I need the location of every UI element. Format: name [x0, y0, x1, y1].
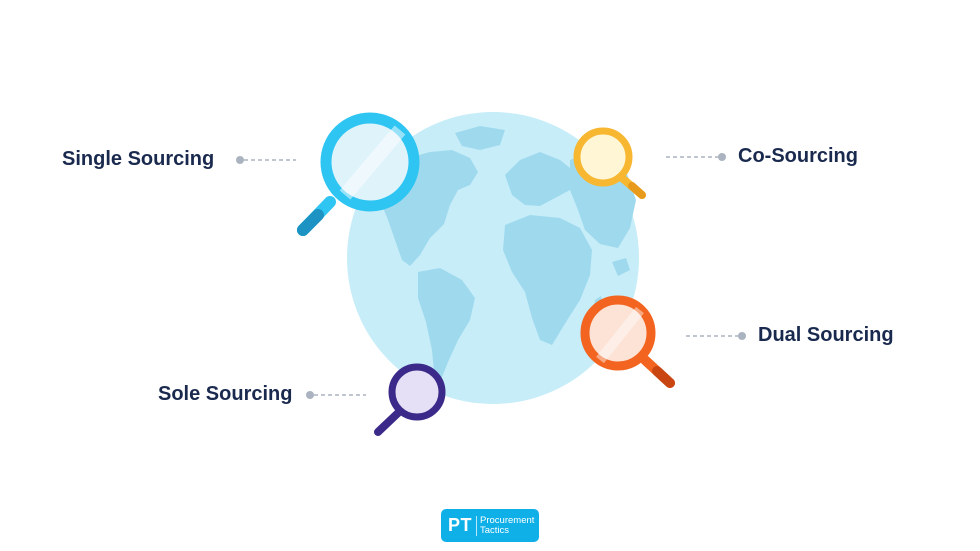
sole-connector	[306, 391, 366, 399]
co-sourcing-label: Co-Sourcing	[738, 145, 858, 167]
dual-sourcing-label: Dual Sourcing	[758, 324, 894, 346]
logo-text: Procurement Tactics	[476, 514, 535, 536]
dual-connector	[686, 332, 746, 340]
procurement-tactics-logo: PT Procurement Tactics	[441, 509, 539, 542]
sole-sourcing-label: Sole Sourcing	[158, 383, 293, 405]
single-sourcing-label: Single Sourcing	[62, 148, 215, 170]
co-sourcing-magnifier-icon	[573, 127, 646, 199]
sole-sourcing-magnifier-icon	[374, 363, 446, 436]
logo-line-2: Tactics	[480, 524, 510, 536]
single-sourcing-magnifier-icon	[297, 112, 420, 236]
single-connector	[236, 156, 296, 164]
co-connector	[666, 153, 726, 161]
logo-line-1: Procurement	[480, 514, 535, 526]
dual-sourcing-magnifier-icon	[580, 295, 675, 388]
logo-mark: PT	[448, 515, 473, 535]
